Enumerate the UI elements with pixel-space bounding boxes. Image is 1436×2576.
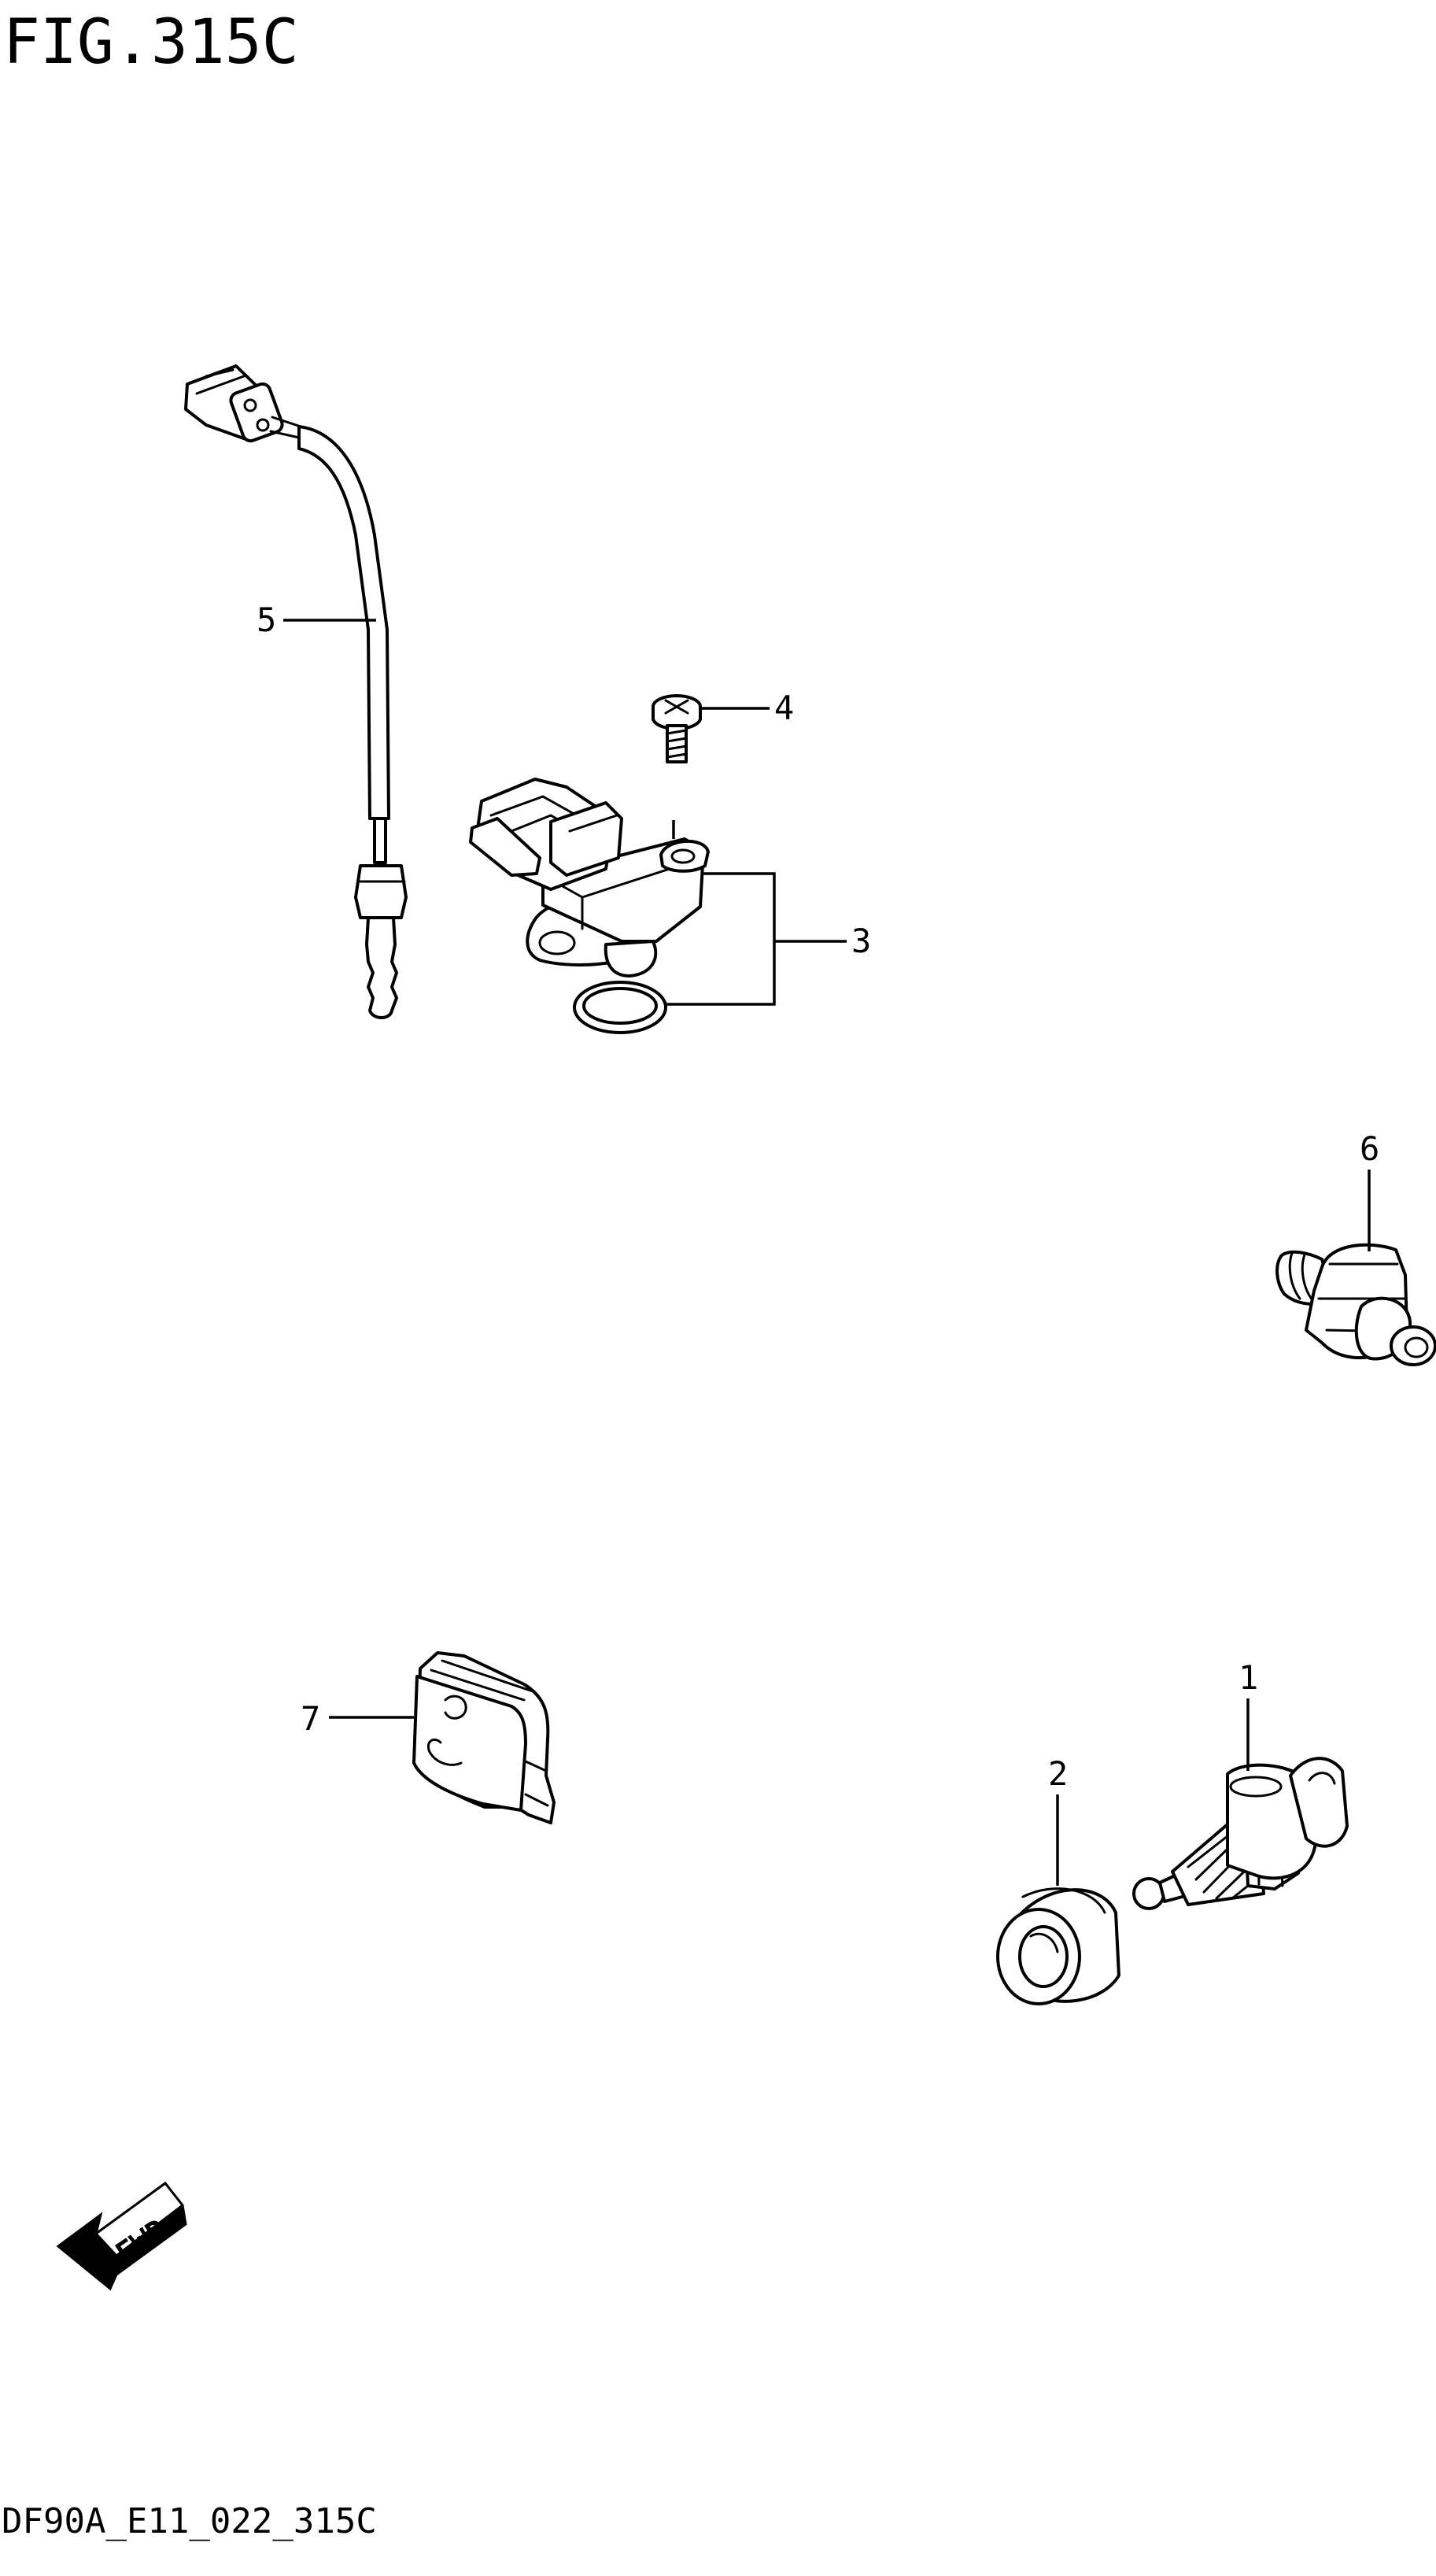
callout-4: 4 — [774, 689, 794, 727]
callout-6: 6 — [1360, 1129, 1379, 1168]
callout-3: 3 — [851, 922, 871, 960]
part-7-module — [412, 1651, 556, 1824]
callout-7: 7 — [301, 1699, 320, 1738]
figure-title: FIG.315C — [3, 7, 299, 78]
part-5-sensor-harness — [184, 364, 408, 1019]
part-3-pressure-sensor — [469, 778, 710, 1034]
callout-5: 5 — [257, 601, 276, 639]
part-6-pressure-switch — [1275, 1243, 1436, 1366]
fwd-arrow-icon: FWD — [56, 2181, 187, 2291]
part-1-sender — [1132, 1757, 1349, 1910]
callout-2: 2 — [1048, 1754, 1068, 1793]
leader-3 — [666, 872, 847, 1006]
part-4-bolt — [652, 694, 702, 763]
callout-1: 1 — [1239, 1658, 1258, 1697]
part-2-grommet — [996, 1887, 1120, 2005]
figure-code: DF90A_E11_022_315C — [2, 2501, 377, 2541]
